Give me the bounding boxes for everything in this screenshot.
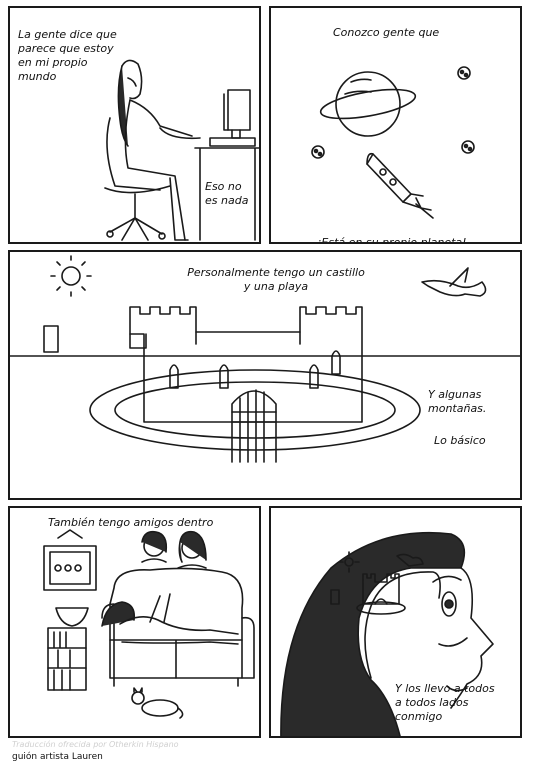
- panel-2-caption-bottom: ¡Está en su propio planeta!: [317, 222, 520, 244]
- panel-1-caption-top: La gente dice que parece que estoy en mi…: [18, 28, 117, 83]
- panel-1-computer: La gente dice que parece que estoy en mi…: [8, 6, 261, 244]
- translation-credit: Traducción ofrecida por Otherkin Hispano: [12, 740, 179, 749]
- panel-2-caption-top: Conozco gente que: [333, 26, 440, 39]
- panel-5-drawing: [280, 531, 494, 736]
- panel-3-drawing: [10, 255, 520, 463]
- author-credit: guión artista Lauren: [12, 752, 103, 762]
- panel-3-caption-right: Y algunas montañas.: [428, 388, 487, 415]
- panel-2-planet: Conozco gente que ¡Está en su propio pla…: [269, 6, 522, 244]
- panel-3-caption-right2: Lo básico: [434, 434, 486, 447]
- panel-4-caption-top: También tengo amigos dentro: [48, 516, 214, 529]
- panel-1-drawing: [104, 59, 259, 241]
- panel-4-drawing: [43, 529, 255, 719]
- panel-2-caption-suffix: !: [462, 236, 467, 244]
- panel-1-caption-bottom: Eso no es nada: [205, 180, 249, 207]
- panel-5-head: Y los llevo a todos a todos lados conmig…: [269, 506, 522, 738]
- panel-3-caption-top: Personalmente tengo un castillo y una pl…: [187, 266, 365, 293]
- panel-2-caption-prefix: ¡Está en su propio: [317, 236, 421, 244]
- panel-5-caption-bottom: Y los llevo a todos a todos lados conmig…: [395, 682, 495, 723]
- panel-2-drawing: [311, 66, 475, 219]
- panel-2-caption-word: planeta: [420, 236, 463, 244]
- panel-3-castle: Personalmente tengo un castillo y una pl…: [8, 250, 522, 500]
- panel-4-friends: También tengo amigos dentro: [8, 506, 261, 738]
